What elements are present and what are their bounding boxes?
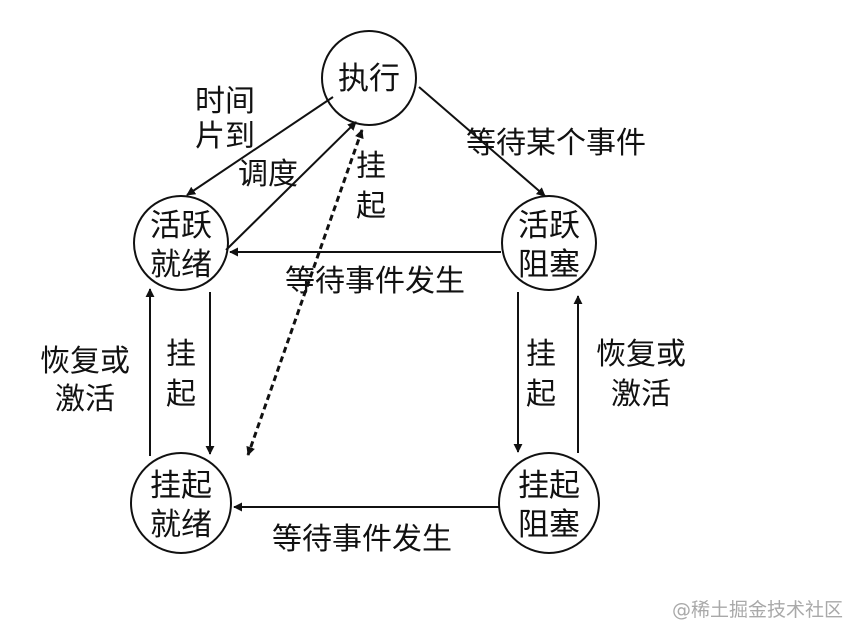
node-active-ready: 活跃 就绪 — [133, 195, 229, 291]
node-active-blocked-line2: 阻塞 — [518, 247, 580, 283]
watermark: @稀土掘金技术社区 — [672, 599, 843, 621]
label-suspend-right-line1: 挂 — [526, 337, 556, 372]
node-exec: 执行 — [321, 30, 417, 126]
label-suspend-exec-line1: 挂 — [356, 149, 386, 184]
edge-suspend-exec-arrow — [246, 129, 364, 456]
label-resume-left-line1: 恢复或 — [40, 344, 130, 379]
label-wait-event: 等待某个事件 — [466, 126, 646, 161]
label-dispatch: 调度 — [238, 157, 298, 192]
node-suspended-ready-line2: 就绪 — [150, 507, 212, 543]
label-timeslice-line1: 时间 — [195, 84, 255, 119]
node-exec-label: 执行 — [338, 61, 400, 97]
label-resume-left-line2: 激活 — [55, 382, 115, 417]
node-active-ready-line1: 活跃 — [150, 208, 212, 244]
label-suspend-left-line2: 起 — [166, 377, 196, 412]
edge-wait-event-arrow — [418, 86, 546, 197]
label-timeslice-line2: 片到 — [195, 119, 255, 154]
label-event-occurs-bottom: 等待事件发生 — [272, 522, 452, 557]
label-suspend-left-line1: 挂 — [166, 337, 196, 372]
label-suspend-exec-line2: 起 — [356, 189, 386, 224]
node-active-ready-line2: 就绪 — [150, 247, 212, 283]
label-event-occurs-top: 等待事件发生 — [285, 264, 465, 299]
label-suspend-right-line2: 起 — [526, 377, 556, 412]
node-active-blocked: 活跃 阻塞 — [501, 195, 597, 291]
label-resume-right-line2: 激活 — [611, 377, 671, 412]
label-resume-right-line1: 恢复或 — [596, 337, 686, 372]
node-active-blocked-line1: 活跃 — [518, 208, 580, 244]
node-suspended-blocked: 挂起 阻塞 — [498, 452, 600, 554]
node-suspended-ready: 挂起 就绪 — [130, 452, 232, 554]
node-suspended-ready-line1: 挂起 — [150, 468, 212, 504]
node-suspended-blocked-line1: 挂起 — [518, 468, 580, 504]
node-suspended-blocked-line2: 阻塞 — [518, 507, 580, 543]
